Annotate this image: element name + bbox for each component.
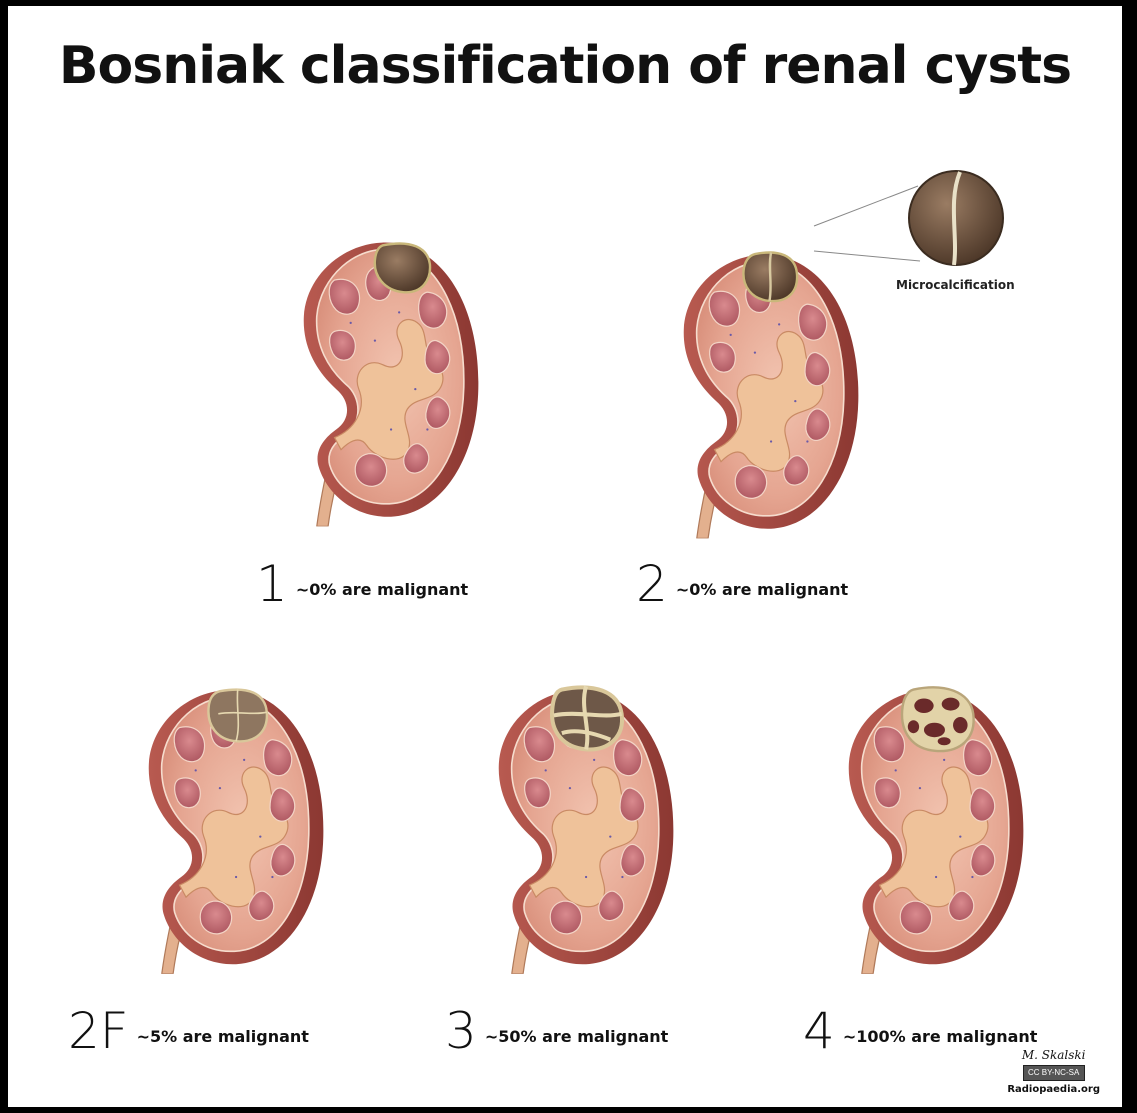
solid-enhancing-cyst [902,687,974,751]
author-signature: M. Skalski [1007,1048,1100,1062]
malignancy-rate: ~0% are malignant [676,580,848,599]
minimally-septated-cyst [208,690,266,742]
thick-septated-cyst [552,686,622,749]
category-number: 2F [68,1006,129,1056]
label-bosniak-1: 1 ~0% are malignant [256,559,468,609]
source-site: Radiopaedia.org [1007,1084,1100,1095]
license-badge: CC BY-NC-SA [1023,1065,1085,1081]
kidney-bosniak-4 [823,656,1033,1001]
malignancy-rate: ~50% are malignant [485,1027,669,1046]
label-bosniak-3: 3 ~50% are malignant [445,1006,668,1056]
microcalcification-callout [808,166,1028,276]
malignancy-rate: ~0% are malignant [296,580,468,599]
kidney-bosniak-2F [123,656,333,1001]
label-bosniak-2F: 2F ~5% are malignant [68,1006,309,1056]
figure: Bosniak classification of renal cysts Mi… [8,6,1122,1107]
category-number: 1 [256,559,288,609]
label-bosniak-4: 4 ~100% are malignant [803,1006,1037,1056]
kidney-bosniak-2 [658,228,868,558]
label-bosniak-2: 2 ~0% are malignant [636,559,848,609]
credit-block: M. Skalski CC BY-NC-SA Radiopaedia.org [1007,1048,1100,1095]
category-number: 2 [636,559,668,609]
kidney-bosniak-3 [473,656,683,1001]
figure-title: Bosniak classification of renal cysts [8,36,1122,96]
category-number: 3 [445,1006,477,1056]
septated-cyst [743,252,797,301]
kidney-bosniak-1 [278,206,488,556]
malignancy-rate: ~5% are malignant [137,1027,309,1046]
microcalcification-label: Microcalcification [896,278,1015,292]
category-number: 4 [803,1006,835,1056]
malignancy-rate: ~100% are malignant [843,1027,1038,1046]
